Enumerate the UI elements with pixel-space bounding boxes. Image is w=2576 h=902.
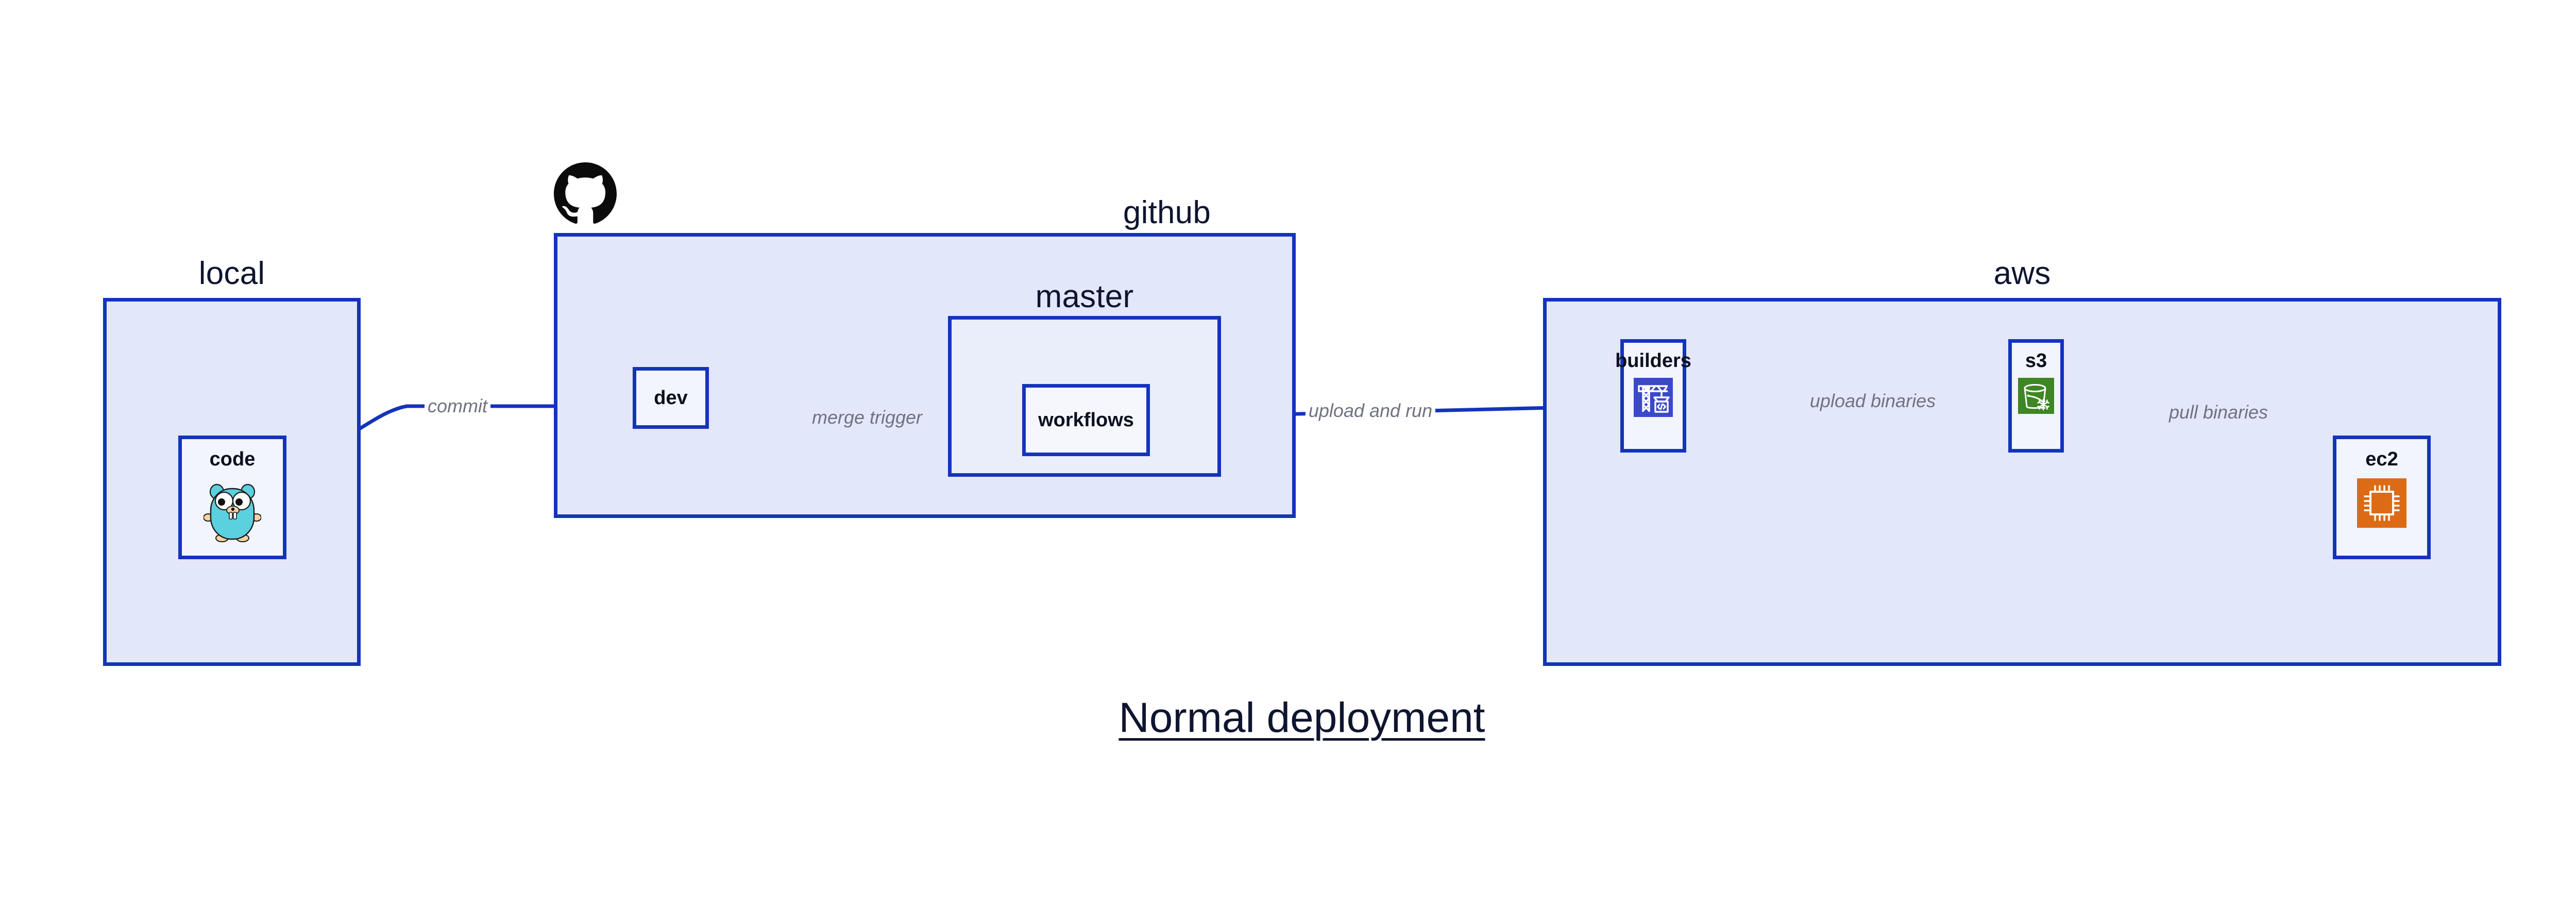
group-local <box>103 298 361 666</box>
edge-label-upload-and-run: upload and run <box>1305 402 1436 420</box>
group-label-github: github <box>1123 195 1211 230</box>
node-code[interactable]: code <box>178 436 286 559</box>
node-workflows[interactable]: workflows <box>1022 384 1150 456</box>
edge-label-upload-binaries: upload binaries <box>1806 392 1939 410</box>
go-gopher-icon <box>204 478 261 542</box>
edge-label-merge-trigger: merge trigger <box>808 408 926 427</box>
node-label-dev: dev <box>654 387 688 409</box>
node-label-code: code <box>209 448 256 470</box>
node-label-s3: s3 <box>2025 350 2047 372</box>
edge-label-pull-binaries: pull binaries <box>2165 403 2272 422</box>
group-label-master: master <box>1035 279 1134 314</box>
diagram-title: Normal deployment <box>1118 694 1485 741</box>
node-ec2[interactable]: ec2 <box>2333 436 2431 559</box>
node-builders[interactable]: builders <box>1615 339 1691 453</box>
group-label-local: local <box>198 256 265 291</box>
aws-codebuild-icon <box>1634 378 1673 417</box>
node-label-builders: builders <box>1615 350 1691 372</box>
node-label-ec2: ec2 <box>2365 448 2398 470</box>
node-s3[interactable]: s3 <box>2008 339 2064 453</box>
aws-s3-glacier-icon <box>2018 378 2054 414</box>
github-octocat-icon <box>554 162 617 228</box>
aws-ec2-icon <box>2357 478 2406 528</box>
node-dev[interactable]: dev <box>633 367 709 429</box>
group-label-aws: aws <box>1993 256 2051 291</box>
edge-label-commit: commit <box>425 397 490 415</box>
node-label-workflows: workflows <box>1038 409 1134 431</box>
